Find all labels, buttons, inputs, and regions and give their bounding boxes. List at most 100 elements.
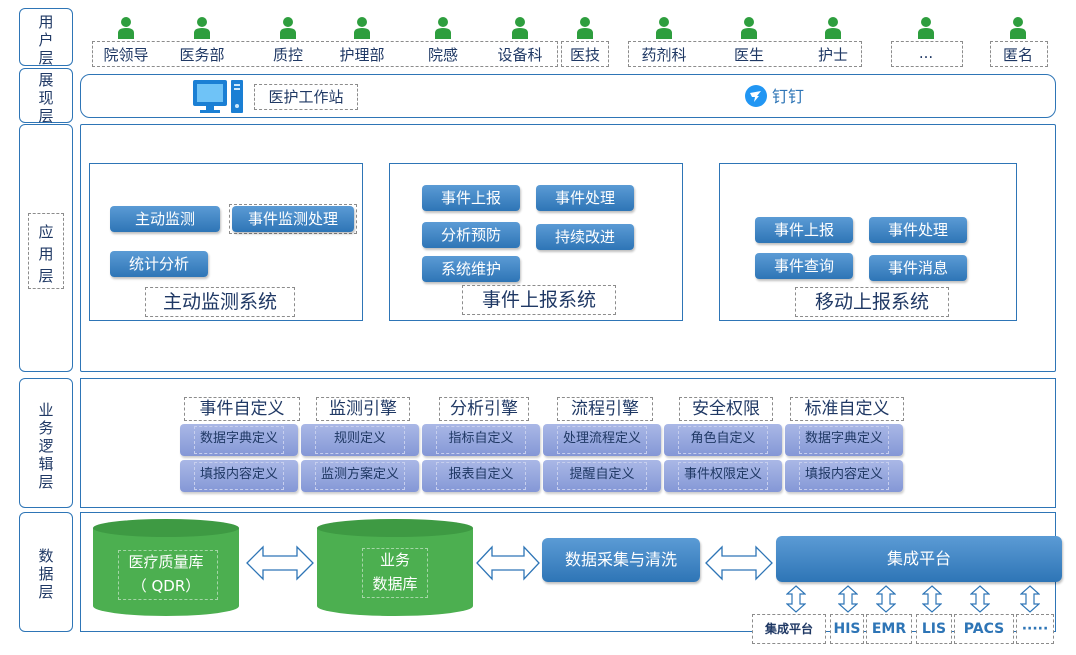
business-item-frame (799, 426, 889, 454)
layer-char: 用 (38, 245, 54, 263)
business-item-frame (194, 462, 284, 490)
layer-char: 户 (38, 31, 54, 49)
user-role-label[interactable]: 匿名 (1002, 46, 1033, 64)
business-item-frame (678, 426, 768, 454)
system-name-report: 事件上报系统 (462, 285, 616, 315)
user-role-label[interactable]: 医技 (569, 46, 600, 64)
layer-label-application: 应 用 层 (19, 124, 73, 372)
source-system[interactable]: PACS (954, 614, 1014, 644)
user-icon (434, 16, 452, 40)
business-module-item[interactable]: 提醒自定义 (543, 460, 661, 492)
function-event-handling[interactable]: 事件处理 (536, 185, 634, 211)
source-system[interactable]: 集成平台 (752, 614, 826, 644)
up-down-arrow-icon (1019, 585, 1041, 613)
function-mobile-event-message[interactable]: 事件消息 (869, 255, 967, 281)
data-collect-clean[interactable]: 数据采集与清洗 (542, 538, 700, 582)
business-module-item[interactable]: 规则定义 (301, 424, 419, 456)
user-icon (655, 16, 673, 40)
function-system-maintenance[interactable]: 系统维护 (422, 256, 520, 282)
up-down-arrow-icon (785, 585, 807, 613)
user-icon (511, 16, 529, 40)
function-event-report[interactable]: 事件上报 (422, 185, 520, 211)
layer-char: 展 (38, 71, 54, 89)
user-group-box (891, 41, 963, 67)
user-group-box (561, 41, 609, 67)
layer-char: 现 (38, 89, 54, 107)
user-group-box (628, 41, 862, 67)
layer-char: 层 (38, 583, 54, 601)
user-icon (740, 16, 758, 40)
up-down-arrow-icon (969, 585, 991, 613)
function-statistics[interactable]: 统计分析 (110, 251, 208, 277)
biz-db-sublabel: 数据库 (372, 575, 418, 593)
user-icon (1009, 16, 1027, 40)
business-module-item[interactable]: 数据字典定义 (180, 424, 298, 456)
user-role-label[interactable]: 医生 (733, 46, 764, 64)
user-group-box (92, 41, 558, 67)
business-module-item[interactable]: 监测方案定义 (301, 460, 419, 492)
user-role-label[interactable]: 设备科 (497, 46, 543, 64)
qdr-label-frame (118, 550, 218, 600)
business-database (316, 518, 474, 618)
business-module-item[interactable]: 事件权限定义 (664, 460, 782, 492)
user-icon (824, 16, 842, 40)
business-item-frame (315, 462, 405, 490)
business-item-frame (678, 462, 768, 490)
business-module-item[interactable]: 指标自定义 (422, 424, 540, 456)
system-name-mobile: 移动上报系统 (795, 287, 949, 317)
user-icon (117, 16, 135, 40)
user-icon (917, 16, 935, 40)
user-icon (279, 16, 297, 40)
up-down-arrow-icon (837, 585, 859, 613)
function-analysis-prevention[interactable]: 分析预防 (422, 222, 520, 248)
business-module-item[interactable]: 处理流程定义 (543, 424, 661, 456)
source-system[interactable]: ····· (1016, 614, 1054, 644)
user-role-label[interactable]: 医务部 (179, 46, 225, 64)
function-frame (229, 204, 357, 234)
layer-char: 务 (38, 419, 54, 437)
layer-label-data: 数 据 层 (19, 512, 73, 632)
integration-platform[interactable]: 集成平台 (776, 536, 1062, 582)
business-module-item[interactable]: 角色自定义 (664, 424, 782, 456)
business-module-item[interactable]: 数据字典定义 (785, 424, 903, 456)
business-module-item[interactable]: 填报内容定义 (180, 460, 298, 492)
biz-db-label: 业务 (379, 551, 410, 569)
user-role-label[interactable]: 院领导 (103, 46, 149, 64)
business-module-item[interactable]: 报表自定义 (422, 460, 540, 492)
layer-char: 层 (38, 107, 54, 125)
business-module-title: 分析引擎 (439, 397, 529, 421)
source-system[interactable]: HIS (830, 614, 864, 644)
layer-char: 用 (38, 13, 54, 31)
function-mobile-event-handling[interactable]: 事件处理 (869, 217, 967, 243)
user-group-box (990, 41, 1048, 67)
function-continuous-improvement[interactable]: 持续改进 (536, 224, 634, 250)
user-role-label[interactable]: 质控 (272, 46, 303, 64)
qdr-label: 医疗质量库 (128, 553, 204, 571)
function-mobile-event-report[interactable]: 事件上报 (755, 217, 853, 243)
user-role-label[interactable]: 护理部 (339, 46, 385, 64)
qdr-sublabel: （ QDR） (131, 577, 201, 595)
business-module-title: 监测引擎 (316, 397, 410, 421)
user-role-label[interactable]: ... (918, 44, 934, 62)
business-module-title: 标准自定义 (790, 397, 904, 421)
function-mobile-event-query[interactable]: 事件查询 (755, 253, 853, 279)
business-module-title: 安全权限 (679, 397, 773, 421)
dingtalk-label: 钉钉 (772, 87, 805, 106)
user-role-label[interactable]: 院感 (427, 46, 458, 64)
layer-char: 数 (38, 547, 54, 565)
double-arrow-icon (475, 543, 541, 583)
function-event-monitor-handling[interactable]: 事件监测处理 (232, 206, 354, 232)
business-item-frame (557, 462, 647, 490)
user-icon (576, 16, 594, 40)
function-active-monitoring[interactable]: 主动监测 (110, 206, 220, 232)
layer-label-display: 展 现 层 (19, 68, 73, 125)
source-system[interactable]: EMR (866, 614, 912, 644)
business-module-title: 流程引擎 (557, 397, 653, 421)
user-icon (193, 16, 211, 40)
dingtalk-icon (744, 84, 768, 108)
user-role-label[interactable]: 药剂科 (641, 46, 687, 64)
business-item-frame (436, 462, 526, 490)
user-role-label[interactable]: 护士 (817, 46, 848, 64)
business-module-item[interactable]: 填报内容定义 (785, 460, 903, 492)
source-system[interactable]: LIS (916, 614, 952, 644)
